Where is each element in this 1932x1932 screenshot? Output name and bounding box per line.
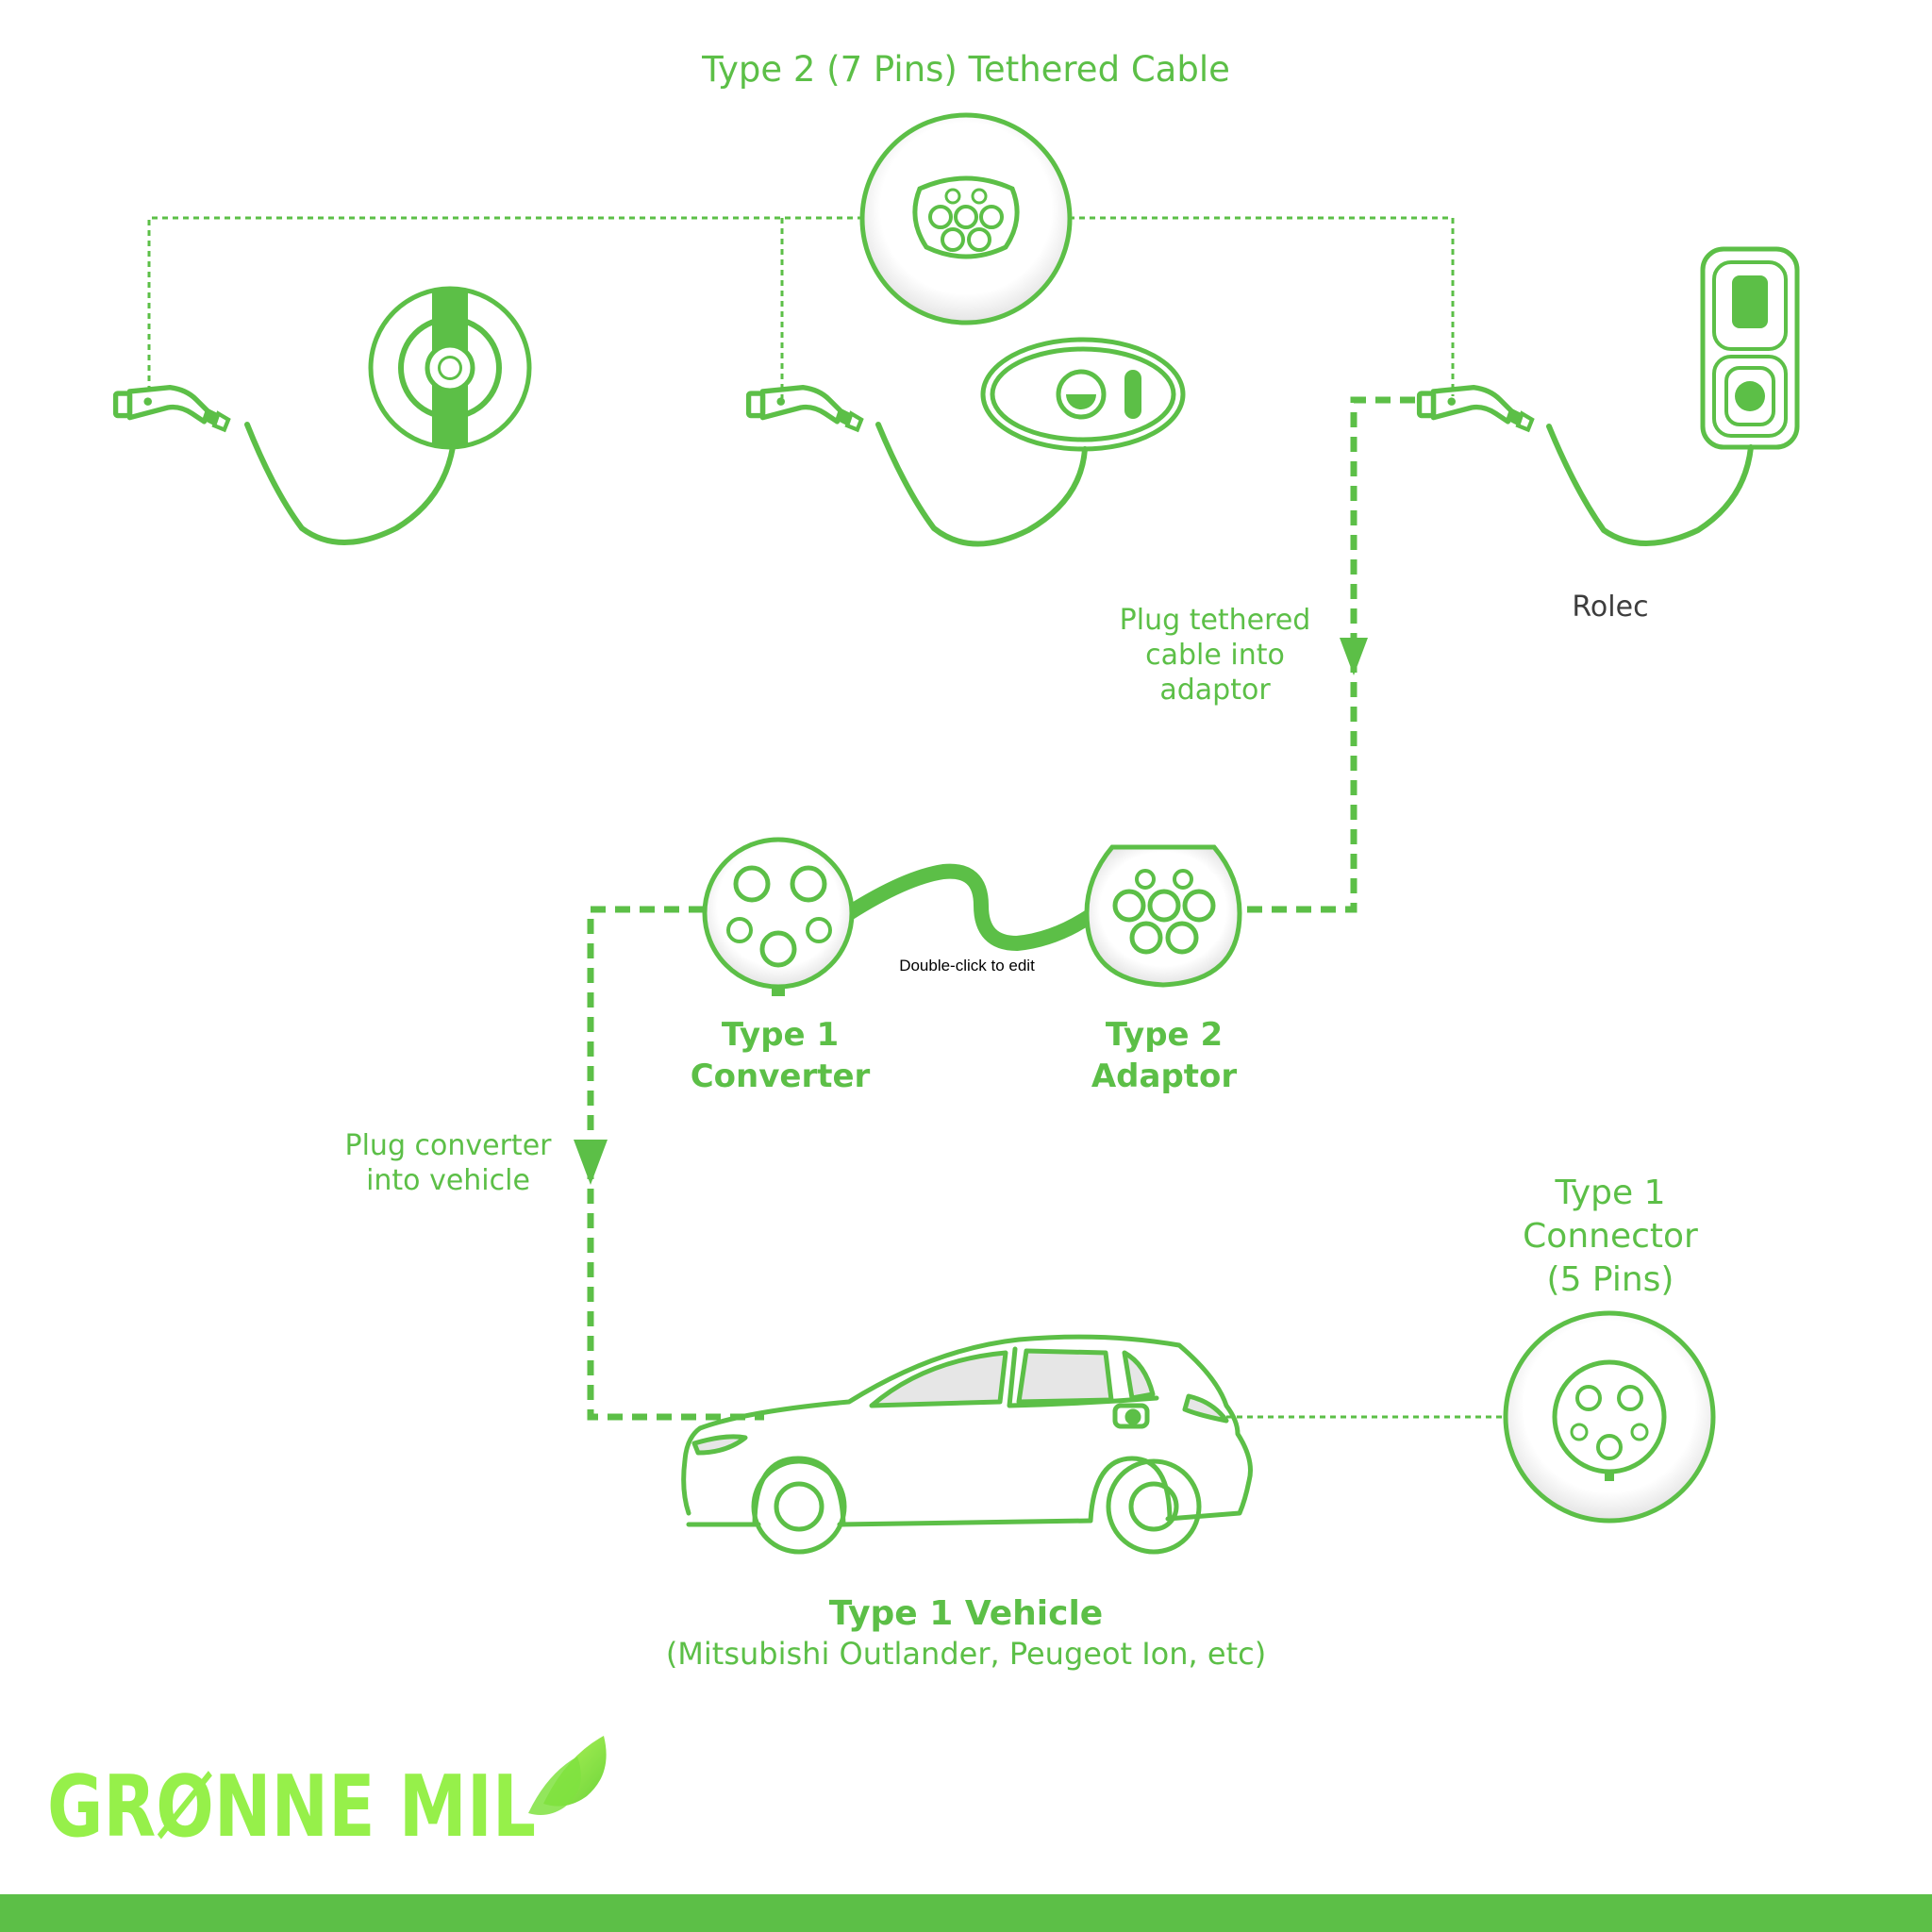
rolec-label: Rolec [1572, 591, 1648, 624]
step1-label-line2: cable into [1145, 639, 1285, 672]
diagram-title: Type 2 (7 Pins) Tethered Cable [701, 49, 1230, 90]
converter-label-line2: Converter [691, 1058, 871, 1095]
connector-label-line2: Connector [1523, 1217, 1698, 1256]
connector-label-line1: Type 1 [1554, 1174, 1665, 1212]
brand-wordmark: GRØNNE MIL [47, 1757, 536, 1857]
type1-converter-icon [702, 837, 855, 996]
footer-bar [0, 1894, 1932, 1932]
step1-label-line1: Plug tethered [1120, 604, 1311, 637]
type1-vehicle-icon [681, 1334, 1253, 1555]
flow-converter-to-vehicle [587, 906, 764, 1421]
adaptor-label-line1: Type 2 [1106, 1016, 1223, 1054]
vehicle-title: Type 1 Vehicle [829, 1594, 1103, 1633]
gronne-mil-logo: GRØNNE MIL [47, 1736, 607, 1857]
rolec-charger-icon [1700, 246, 1800, 450]
type1-5pin-connector-icon [1503, 1310, 1716, 1524]
step1-label-line3: adaptor [1159, 674, 1271, 707]
charging-plug-3-icon [1420, 388, 1754, 546]
tethered-cable-connector-lines [147, 216, 1455, 398]
flow-arrow-down-1 [1340, 638, 1368, 675]
converter-label-line1: Type 1 [722, 1016, 839, 1054]
flow-tethered-to-adaptor [1239, 396, 1415, 913]
charging-plug-1-icon [116, 388, 456, 545]
step2-label-line1: Plug converter [345, 1129, 553, 1162]
converter-cable [841, 863, 1102, 952]
step2-label-line2: into vehicle [366, 1164, 530, 1197]
charging-plug-2-icon [749, 388, 1088, 547]
type2-7pin-icon [859, 112, 1073, 325]
flow-arrow-down-2 [574, 1140, 608, 1185]
oval-wall-charger-icon [980, 337, 1186, 452]
edit-hint[interactable]: Double-click to edit [899, 957, 1035, 974]
connector-label-line3: (5 Pins) [1547, 1260, 1674, 1299]
round-wall-charger-icon [368, 286, 532, 450]
vehicle-subtitle: (Mitsubishi Outlander, Peugeot Ion, etc) [666, 1636, 1266, 1672]
adaptor-label-line2: Adaptor [1091, 1058, 1238, 1095]
type2-adaptor-icon [1084, 844, 1242, 988]
